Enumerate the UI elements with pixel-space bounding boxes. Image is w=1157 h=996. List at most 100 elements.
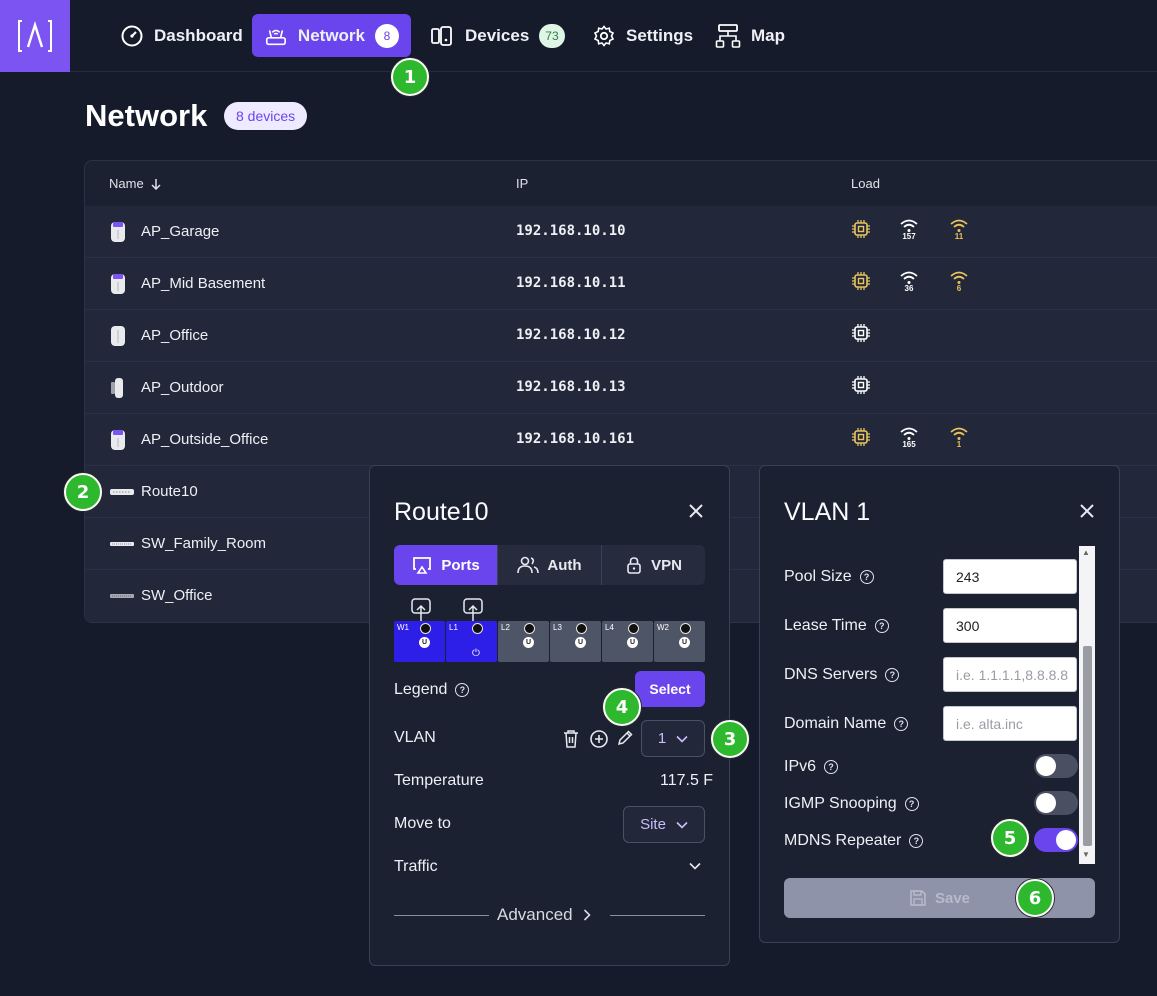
top-nav: Dashboard Network 8 Devices 73 Settings … bbox=[0, 0, 1157, 72]
temperature-label: Temperature bbox=[394, 772, 484, 789]
network-count-badge: 8 bbox=[375, 23, 399, 48]
igmp-snooping-label-text: IGMP Snooping bbox=[784, 795, 897, 812]
vlan-settings-panel: VLAN 1 Pool Size ? 243 Lease Time ? 300 … bbox=[759, 465, 1120, 943]
wifi-clients-icon: 36 bbox=[899, 271, 919, 293]
tab-auth-label: Auth bbox=[547, 556, 582, 574]
access-point-pro-icon bbox=[111, 222, 125, 242]
access-point-pro-icon bbox=[111, 430, 125, 450]
mdns-repeater-toggle[interactable] bbox=[1034, 828, 1078, 852]
tab-ports-label: Ports bbox=[441, 556, 480, 574]
nav-settings[interactable]: Settings bbox=[580, 14, 705, 57]
mdns-repeater-label: MDNS Repeater ? bbox=[784, 832, 924, 850]
wifi-client-count: 11 bbox=[954, 232, 964, 241]
vlan-select[interactable]: 1 bbox=[641, 720, 705, 757]
ipv6-toggle[interactable] bbox=[1034, 754, 1078, 778]
help-icon[interactable]: ? bbox=[885, 668, 900, 682]
nav-network[interactable]: Network 8 bbox=[252, 14, 411, 57]
scrollbar-thumb[interactable] bbox=[1083, 646, 1092, 846]
cpu-icon bbox=[851, 271, 871, 291]
advanced-toggle[interactable]: Advanced bbox=[497, 905, 591, 925]
sort-down-arrow-icon bbox=[151, 178, 161, 190]
column-header-ip[interactable]: IP bbox=[516, 176, 529, 191]
legend-label: Legend bbox=[394, 681, 448, 698]
help-icon[interactable]: ? bbox=[824, 760, 839, 774]
column-header-load[interactable]: Load bbox=[851, 176, 880, 191]
help-icon[interactable]: ? bbox=[859, 570, 874, 584]
step-marker-6: 6 bbox=[1016, 879, 1054, 917]
edit-pencil-icon[interactable] bbox=[616, 729, 634, 747]
alta-logo[interactable] bbox=[0, 0, 70, 72]
users-icon bbox=[517, 556, 540, 574]
help-icon[interactable]: ? bbox=[909, 834, 924, 848]
chevron-down-icon[interactable] bbox=[689, 862, 701, 870]
ports-icon bbox=[413, 557, 432, 574]
untagged-badge-icon: U bbox=[419, 637, 430, 648]
devices-icon bbox=[431, 25, 452, 46]
traffic-section-toggle[interactable]: Traffic bbox=[394, 858, 438, 875]
table-row[interactable]: AP_Outside_Office 192.168.10.161 165 1 bbox=[85, 414, 1157, 466]
column-header-name-label: Name bbox=[109, 176, 144, 191]
add-circle-icon[interactable] bbox=[589, 729, 609, 749]
tab-ports[interactable]: Ports bbox=[394, 545, 498, 585]
lease-time-input[interactable]: 300 bbox=[943, 608, 1077, 643]
tab-vpn[interactable]: VPN bbox=[602, 545, 705, 585]
wifi-clients-alt-icon: 11 bbox=[949, 219, 969, 241]
trash-icon[interactable] bbox=[562, 729, 580, 749]
port-jack-icon bbox=[524, 623, 535, 634]
device-name: AP_Mid Basement bbox=[141, 275, 266, 292]
nav-dashboard-label: Dashboard bbox=[154, 25, 243, 45]
sitemap-icon bbox=[715, 23, 741, 48]
vlan-panel-scrollbar[interactable]: ▲ ▼ bbox=[1079, 546, 1095, 864]
help-icon[interactable]: ? bbox=[455, 683, 470, 697]
move-to-select[interactable]: Site bbox=[623, 806, 705, 843]
nav-devices-label: Devices bbox=[465, 25, 530, 45]
table-row[interactable]: AP_Office 192.168.10.12 bbox=[85, 310, 1157, 362]
column-header-name[interactable]: Name bbox=[109, 176, 162, 191]
close-icon[interactable] bbox=[1079, 499, 1095, 525]
legend-row[interactable]: Legend ? bbox=[394, 681, 470, 699]
vlan-select-value: 1 bbox=[657, 730, 667, 747]
page-title: Network bbox=[85, 98, 208, 133]
move-to-label: Move to bbox=[394, 815, 451, 832]
wifi-client-count: 157 bbox=[902, 232, 916, 241]
nav-devices[interactable]: Devices 73 bbox=[417, 14, 577, 57]
domain-name-input[interactable]: i.e. alta.inc bbox=[943, 706, 1077, 741]
help-icon[interactable]: ? bbox=[894, 717, 909, 731]
step-marker-1: 1 bbox=[391, 58, 429, 96]
help-icon[interactable]: ? bbox=[874, 619, 889, 633]
router-icon bbox=[265, 29, 286, 45]
select-ports-button[interactable]: Select bbox=[635, 671, 705, 707]
wifi-client-count: 165 bbox=[902, 440, 916, 449]
device-name: AP_Office bbox=[141, 327, 209, 344]
nav-network-label: Network bbox=[297, 25, 365, 45]
table-row[interactable]: AP_Outdoor 192.168.10.13 bbox=[85, 362, 1157, 414]
table-row[interactable]: AP_Garage 192.168.10.10 157 11 bbox=[85, 206, 1157, 258]
divider bbox=[610, 915, 705, 916]
save-button-label: Save bbox=[934, 889, 971, 907]
scroll-down-arrow-icon[interactable]: ▼ bbox=[1082, 850, 1090, 859]
device-name: SW_Office bbox=[141, 587, 213, 604]
scroll-up-arrow-icon[interactable]: ▲ bbox=[1082, 548, 1090, 557]
close-icon[interactable] bbox=[688, 499, 704, 525]
nav-map[interactable]: Map bbox=[703, 14, 797, 57]
nav-dashboard[interactable]: Dashboard bbox=[108, 14, 255, 57]
port-l1[interactable]: L1⏻ bbox=[446, 621, 497, 662]
uplink-icon bbox=[463, 598, 483, 621]
port-label: L2 bbox=[501, 623, 510, 632]
cpu-icon bbox=[851, 375, 871, 395]
dns-servers-input[interactable]: i.e. 1.1.1.1,8.8.8.8 bbox=[943, 657, 1077, 692]
temperature-value: 117.5 F bbox=[660, 772, 714, 789]
igmp-snooping-toggle[interactable] bbox=[1034, 791, 1078, 815]
pool-size-input[interactable]: 243 bbox=[943, 559, 1077, 594]
table-row[interactable]: AP_Mid Basement 192.168.10.11 36 6 bbox=[85, 258, 1157, 310]
device-name: AP_Outside_Office bbox=[141, 431, 269, 448]
help-icon[interactable]: ? bbox=[904, 797, 919, 811]
wifi-clients-alt-icon: 6 bbox=[949, 271, 969, 293]
tab-auth[interactable]: Auth bbox=[498, 545, 602, 585]
igmp-snooping-label: IGMP Snooping ? bbox=[784, 795, 919, 813]
